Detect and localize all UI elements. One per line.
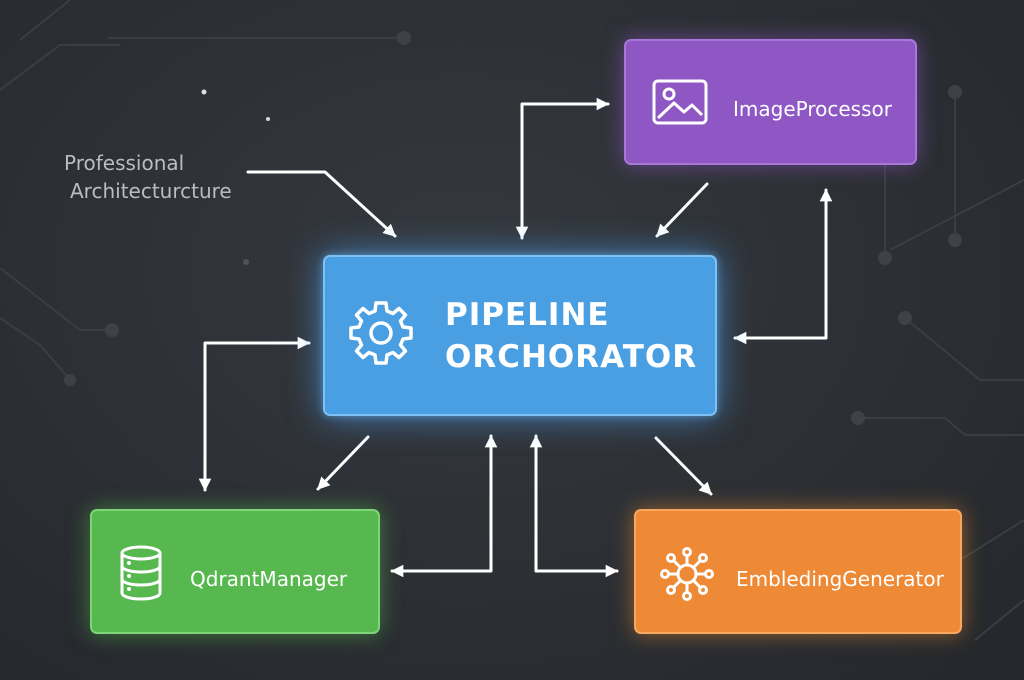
image-processor-node[interactable]: ImageProcessor (624, 39, 917, 165)
qdrant-manager-node[interactable]: QdrantManager (90, 509, 380, 634)
orchestrator-to-qdrant-arrow (316, 435, 370, 491)
orchestrator-image-bidirectional-arrow (515, 97, 610, 240)
database-icon (118, 545, 164, 605)
orchestrator-to-embedding-arrow (654, 436, 713, 496)
image-icon (652, 79, 708, 129)
caption-line-2: Architecturcture (70, 179, 232, 203)
image-orchestrator-right-arrow (733, 188, 833, 345)
qdrant-orchestrator-bottom-arrow (390, 434, 498, 578)
orchestrator-embedding-bottom-arrow (529, 434, 619, 578)
caption-pointer-arrow (246, 170, 397, 238)
network-hub-icon (660, 547, 714, 605)
embedding-generator-node[interactable]: EmbledingGenerator (634, 509, 962, 634)
embedding-generator-label: EmbledingGenerator (736, 567, 944, 591)
gear-icon (347, 299, 415, 371)
orchestrator-qdrant-left-arrow (198, 336, 311, 492)
orchestrator-title-line-1: PIPELINE (445, 297, 610, 333)
image-to-orchestrator-arrow (655, 182, 709, 238)
qdrant-manager-label: QdrantManager (190, 567, 348, 591)
pipeline-orchestrator-node[interactable]: PIPELINE ORCHORATOR (323, 255, 717, 416)
orchestrator-title-line-2: ORCHORATOR (445, 339, 698, 375)
diagram-caption: Professional Architecturcture (64, 149, 232, 205)
orchestrator-title: PIPELINE ORCHORATOR (445, 294, 697, 378)
image-processor-label: ImageProcessor (733, 97, 892, 121)
caption-line-1: Professional (64, 151, 185, 175)
